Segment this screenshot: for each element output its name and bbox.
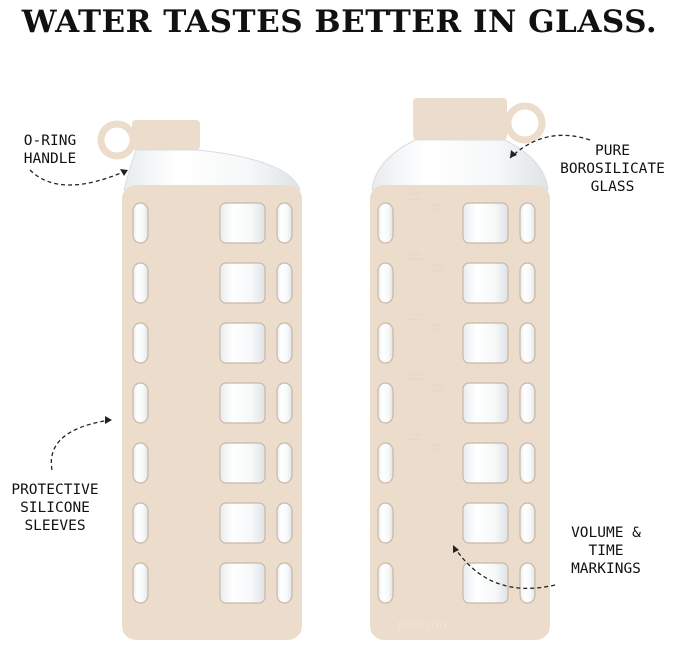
time-mark-am: 9am (409, 252, 421, 258)
sleeve-slot (276, 262, 293, 304)
callout-line: SILICONE (20, 500, 90, 516)
brand-logo: purifyou (397, 616, 447, 632)
sleeve-slot (519, 382, 536, 424)
sleeve-slot (132, 442, 149, 484)
sleeve-slot (519, 262, 536, 304)
sleeve-slot (377, 322, 394, 364)
time-mark-pm: 3pm (432, 268, 444, 274)
sleeve-slot (519, 442, 536, 484)
sleeve-window (462, 382, 509, 424)
sleeve-slot (519, 202, 536, 244)
right-bottle: 8am 2pm 9am 3pm 10am 4pm 11am 5pm 12pm 6pm purify… (370, 98, 550, 640)
sleeve-window (462, 562, 509, 604)
arrow-sleeves (50, 419, 111, 471)
sleeve-slot (377, 562, 394, 604)
sleeve-slot (377, 262, 394, 304)
sleeve-window (219, 322, 266, 364)
callout-line: PROTECTIVE (11, 482, 99, 498)
sleeve-window (219, 502, 266, 544)
time-mark-pm: 5pm (432, 388, 444, 394)
time-mark-pm: 2pm (432, 208, 444, 214)
sleeve-slot (132, 262, 149, 304)
headline: WATER TASTES BETTER IN GLASS. (21, 4, 658, 40)
callout-line: MARKINGS (571, 561, 641, 577)
sleeve-slot (276, 502, 293, 544)
o-ring-handle (504, 102, 546, 144)
callout-line: GLASS (590, 179, 635, 195)
sleeve-slot (276, 562, 293, 604)
time-mark-am: 12pm (409, 432, 424, 438)
sleeve-slot (276, 322, 293, 364)
sleeve-slot (132, 202, 149, 244)
sleeve-slot (519, 322, 536, 364)
callout-volume-time-markings: VOLUME & TIME MARKINGS (556, 524, 656, 578)
callout-arrows (29, 134, 591, 589)
sleeve-slot (377, 442, 394, 484)
time-mark-am: 8am (409, 192, 421, 198)
time-mark-pm: 4pm (432, 328, 444, 334)
sleeve-slot (377, 502, 394, 544)
sleeve-window (462, 502, 509, 544)
callout-line: TIME (588, 543, 624, 559)
bottle-cap (413, 98, 507, 140)
left-bottle (97, 120, 302, 640)
sleeve-slot (519, 502, 536, 544)
sleeve-window (462, 202, 509, 244)
callout-line: O-RING (23, 133, 77, 149)
callout-borosilicate-glass: PURE BOROSILICATE GLASS (550, 142, 675, 196)
silicone-sleeve (122, 185, 302, 640)
arrow-glass (509, 134, 591, 159)
o-ring-handle (97, 120, 137, 160)
sleeve-slot (276, 442, 293, 484)
sleeve-window (462, 262, 509, 304)
time-mark-am: 10am (409, 312, 424, 318)
sleeve-slot (132, 562, 149, 604)
sleeve-slot (276, 382, 293, 424)
sleeve-window (219, 442, 266, 484)
callout-line: VOLUME & (571, 525, 641, 541)
bottle-cap (132, 120, 200, 150)
callout-line: BOROSILICATE (560, 161, 665, 177)
sleeve-slot (377, 382, 394, 424)
sleeve-window (219, 382, 266, 424)
callout-o-ring-handle: O-RING HANDLE (10, 132, 90, 168)
glass-neck (123, 149, 301, 191)
callout-silicone-sleeves: PROTECTIVE SILICONE SLEEVES (0, 481, 110, 535)
sleeve-slot (519, 562, 536, 604)
sleeve-window (462, 442, 509, 484)
arrow-markings (454, 547, 556, 589)
sleeve-slot (132, 322, 149, 364)
sleeve-slot (377, 202, 394, 244)
sleeve-slot (132, 382, 149, 424)
time-mark-pm: 6pm (432, 448, 444, 454)
sleeve-slot (276, 202, 293, 244)
sleeve-window (219, 202, 266, 244)
sleeve-window (462, 322, 509, 364)
callout-line: SLEEVES (24, 518, 86, 534)
sleeve-window (219, 562, 266, 604)
callout-line: PURE (595, 143, 630, 159)
sleeve-window (219, 262, 266, 304)
time-mark-am: 11am (409, 372, 424, 378)
callout-line: HANDLE (23, 151, 77, 167)
arrow-o-ring (29, 169, 129, 186)
sleeve-slot (132, 502, 149, 544)
glass-neck (371, 139, 549, 191)
arrowheads (105, 150, 517, 553)
